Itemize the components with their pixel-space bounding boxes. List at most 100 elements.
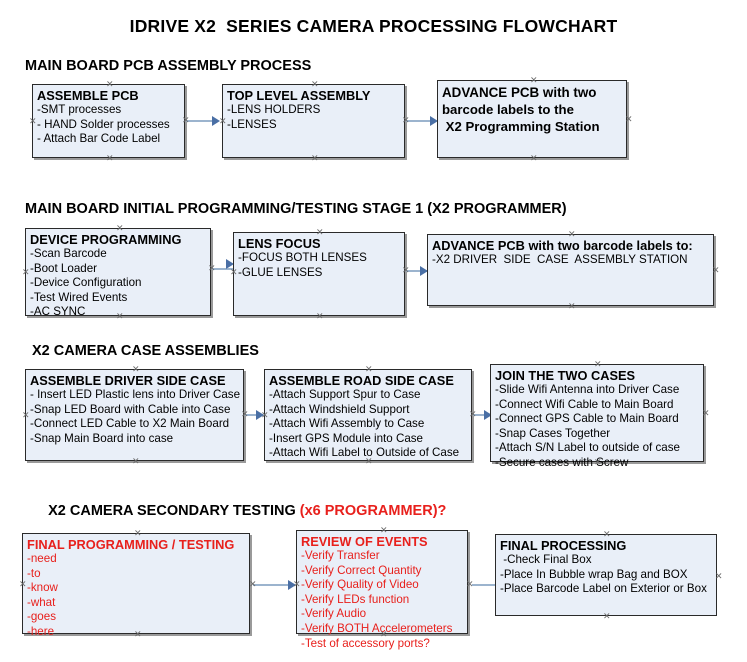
node-line: -Verify LEDs function [301, 592, 410, 606]
connection-handle-left[interactable] [22, 412, 29, 419]
connection-handle-bottom[interactable] [106, 155, 113, 162]
connection-handle-bottom[interactable] [134, 631, 141, 638]
section-heading-x2-camera-secondary-testing: X2 CAMERA SECONDARY TESTING (x6 PROGRAMM… [32, 487, 446, 535]
connection-handle-top[interactable] [134, 530, 141, 537]
arrowhead-icon [484, 410, 492, 420]
connector-review-of-events-to-final-processing [472, 584, 514, 586]
node-line: -FOCUS BOTH LENSES [238, 251, 367, 264]
node-advance-pcb-to-driver-side-case-station[interactable]: ADVANCE PCB with two barcode labels to: … [427, 234, 714, 306]
connection-handle-top[interactable] [116, 225, 123, 232]
connection-handle-right[interactable] [702, 410, 709, 417]
section-heading-main-board-pcb-assembly: MAIN BOARD PCB ASSEMBLY PROCESS [25, 58, 312, 74]
connection-handle-top[interactable] [530, 77, 537, 84]
connection-handle-bottom[interactable] [311, 155, 318, 162]
connection-handle-left[interactable] [22, 269, 29, 276]
node-line: -Verify Quality of Video [301, 578, 419, 592]
node-line: -Scan Barcode [30, 247, 107, 260]
node-line: -Attach Wifi Label to Outside of Case [269, 446, 460, 460]
connection-handle-top[interactable] [132, 366, 139, 373]
node-title: DEVICE PROGRAMMING [30, 232, 182, 247]
connection-handle-bottom[interactable] [530, 155, 537, 162]
node-title: FINAL PROGRAMMING / TESTING [27, 537, 235, 552]
node-line: -Check Final Box [500, 553, 592, 566]
connection-handle[interactable] [402, 267, 409, 274]
connection-handle-top[interactable] [568, 231, 575, 238]
node-advance-pcb-to-x2-programming-station[interactable]: ADVANCE PCB with two barcode labels to t… [437, 80, 627, 158]
node-assemble-road-side-case[interactable]: ASSEMBLE ROAD SIDE CASE -Attach Support … [264, 369, 472, 461]
node-device-programming[interactable]: DEVICE PROGRAMMING -Scan Barcode -Boot L… [22, 225, 211, 318]
connection-handle-right[interactable] [712, 267, 719, 274]
node-top-level-assembly[interactable]: TOP LEVEL ASSEMBLY -LENS HOLDERS -LENSES [222, 84, 405, 158]
connection-handle[interactable] [249, 581, 256, 588]
node-line: - HAND Solder processes [37, 117, 170, 131]
node-line: barcode labels to the [442, 102, 574, 117]
node-line: -Place In Bubble wrap Bag and BOX [500, 567, 688, 581]
node-line: -Insert GPS Module into Case [269, 431, 424, 445]
connection-handle[interactable] [208, 265, 215, 272]
arrowhead-icon [256, 410, 264, 420]
section-heading-programmer-note: (x6 PROGRAMMER)? [299, 503, 447, 519]
node-line: -Place Barcode Label on Exterior or Box [500, 582, 707, 596]
node-title: REVIEW OF EVENTS [301, 534, 428, 549]
node-assemble-driver-side-case[interactable]: ASSEMBLE DRIVER SIDE CASE - Insert LED P… [25, 369, 244, 461]
node-line-overflow: -Test of accessory ports? [301, 636, 430, 650]
connection-handle-left[interactable] [219, 118, 226, 125]
connection-handle-left[interactable] [230, 269, 237, 276]
node-lens-focus[interactable]: LENS FOCUS -FOCUS BOTH LENSES -GLUE LENS… [233, 232, 405, 316]
connection-handle[interactable] [241, 411, 248, 418]
node-line: -X2 DRIVER SIDE CASE ASSEMBLY STATION [432, 253, 688, 266]
node-line: -Connect Wifi Cable to Main Board [495, 397, 674, 411]
node-line: -goes [27, 610, 57, 624]
node-line: - Insert LED Plastic lens into Driver Ca… [30, 388, 241, 401]
node-join-the-two-cases[interactable]: JOIN THE TWO CASES -Slide Wifi Antenna i… [490, 361, 704, 469]
connection-handle-bottom[interactable] [603, 613, 610, 620]
connection-handle[interactable] [469, 411, 476, 418]
arrowhead-icon [212, 116, 220, 126]
node-line: -Connect LED Cable to X2 Main Board [30, 417, 230, 431]
connection-handle-left[interactable] [293, 581, 300, 588]
node-line: -Snap Main Board into case [30, 431, 174, 445]
node-line: -Attach Support Spur to Case [269, 388, 421, 401]
connection-handle-bottom[interactable] [594, 459, 601, 466]
connection-handle-right[interactable] [715, 573, 722, 580]
connection-handle[interactable] [182, 117, 189, 124]
node-title: ADVANCE PCB with two [442, 85, 597, 100]
node-line: - Attach Bar Code Label [37, 132, 161, 146]
section-heading-main-board-initial-programming: MAIN BOARD INITIAL PROGRAMMING/TESTING S… [25, 201, 567, 217]
connection-handle-bottom[interactable] [316, 313, 323, 320]
connection-handle-left[interactable] [19, 581, 26, 588]
connection-handle[interactable] [402, 117, 409, 124]
connection-handle-top[interactable] [594, 361, 601, 368]
node-line: -Attach S/N Label to outside of case [495, 441, 680, 455]
node-review-of-events[interactable]: REVIEW OF EVENTS -Verify Transfer -Verif… [293, 527, 468, 650]
connector-top-level-to-advance-pcb [406, 120, 434, 122]
connection-handle-right[interactable] [625, 116, 632, 123]
node-final-programming-testing[interactable]: FINAL PROGRAMMING / TESTING -need -to -k… [19, 530, 250, 638]
connection-handle-bottom[interactable] [116, 313, 123, 320]
connection-handle-top[interactable] [603, 531, 610, 538]
connection-handle-bottom[interactable] [365, 458, 372, 465]
node-title: ASSEMBLE PCB [37, 88, 139, 103]
section-heading-x2-camera-case-assemblies: X2 CAMERA CASE ASSEMBLIES [32, 343, 259, 359]
connection-handle-bottom[interactable] [380, 631, 387, 638]
node-assemble-pcb[interactable]: ASSEMBLE PCB -SMT processes - HAND Solde… [32, 84, 185, 158]
connection-handle-bottom[interactable] [568, 303, 575, 310]
connection-handle-top[interactable] [311, 81, 318, 88]
connector-assemble-pcb-to-top-level [186, 120, 214, 122]
connection-handle-top[interactable] [365, 366, 372, 373]
connection-handle-left[interactable] [261, 412, 268, 419]
node-line: -Connect GPS Cable to Main Board [495, 412, 679, 426]
connection-handle-bottom[interactable] [132, 458, 139, 465]
connection-handle-left[interactable] [29, 118, 36, 125]
connection-handle-top[interactable] [316, 229, 323, 236]
connection-handle-top[interactable] [380, 527, 387, 534]
node-final-processing[interactable]: FINAL PROCESSING -Check Final Box -Place… [495, 534, 717, 616]
node-title: JOIN THE TWO CASES [495, 368, 636, 383]
node-title: FINAL PROCESSING [500, 538, 627, 553]
node-line: -need [27, 552, 57, 565]
node-line: -Attach Wifi Assembly to Case [269, 417, 425, 431]
page-title: IDRIVE X2 SERIES CAMERA PROCESSING FLOWC… [129, 16, 618, 36]
connection-handle-top[interactable] [106, 81, 113, 88]
node-line: -Secure cases with Screw [495, 455, 629, 469]
